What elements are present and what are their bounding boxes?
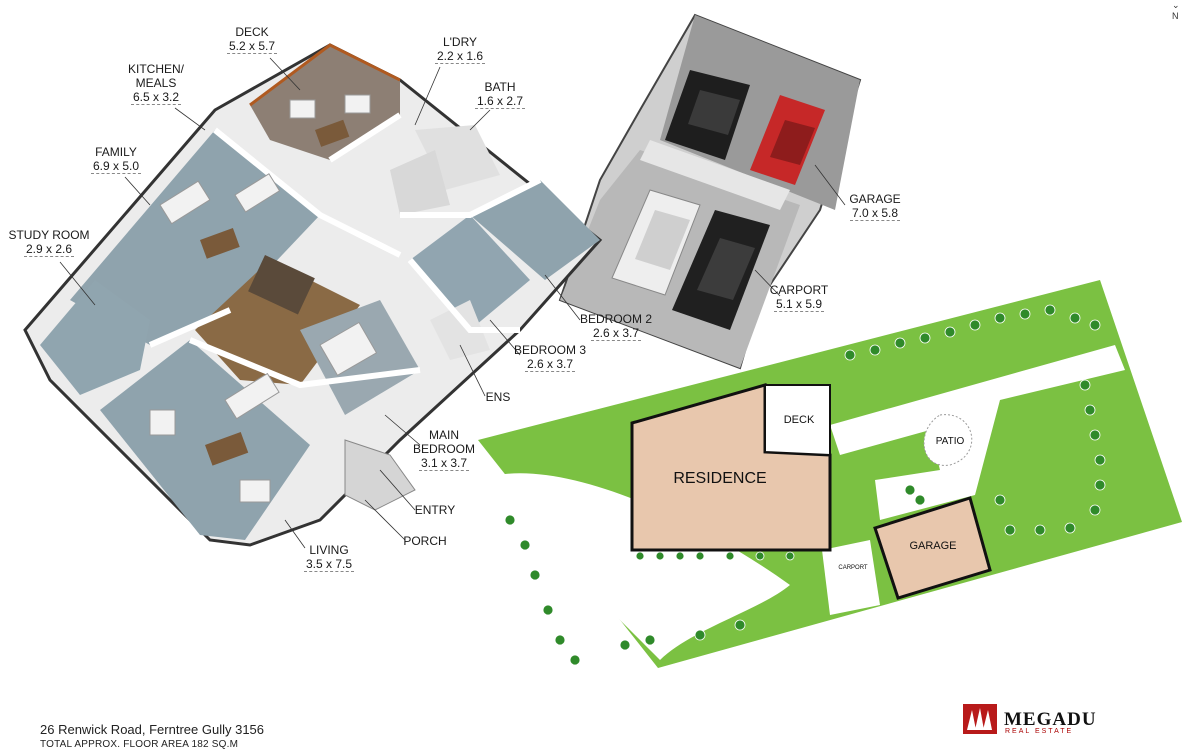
label-porch: PORCH: [403, 534, 447, 548]
tree-rows: [504, 304, 1106, 666]
car-white-carport: [611, 189, 701, 296]
car-black-carport: [672, 210, 770, 330]
north-arrow-icon: ⌄: [1172, 0, 1180, 10]
deck-footprint: [764, 384, 831, 457]
brand-tagline: REAL ESTATE: [1005, 728, 1074, 735]
garage-footprint: [873, 496, 992, 600]
address-text: 26 Renwick Road, Ferntree Gully 3156: [40, 722, 265, 737]
site-carport-label: CARPORT: [838, 565, 868, 571]
floor-area-text: TOTAL APPROX. FLOOR AREA 182 SQ.M: [40, 739, 239, 750]
car-black-garage: [665, 70, 750, 160]
garage-carport-3d: [558, 13, 862, 370]
leader-lines: [59, 57, 846, 549]
site-plan: [478, 280, 1182, 668]
driveway: [485, 473, 790, 660]
car-red-garage: [750, 95, 825, 185]
site-garage-label: GARAGE: [909, 540, 957, 552]
label-entry: ENTRY: [414, 503, 456, 517]
site-deck-label: DECK: [783, 414, 815, 426]
patio-footprint: [923, 414, 973, 466]
north-letter: N: [1172, 11, 1179, 21]
label-ensuite: ENS: [485, 390, 511, 404]
site-residence-label: RESIDENCE: [673, 470, 767, 487]
site-patio-label: PATIO: [935, 436, 965, 447]
north-indicator: ⌄ N: [1172, 0, 1180, 21]
house-3d: [23, 43, 603, 547]
footer-address-block: 26 Renwick Road, Ferntree Gully 3156 TOT…: [40, 722, 264, 752]
brand-name: MEGADU: [1004, 709, 1097, 730]
megadu-logo-mark: [963, 704, 997, 734]
